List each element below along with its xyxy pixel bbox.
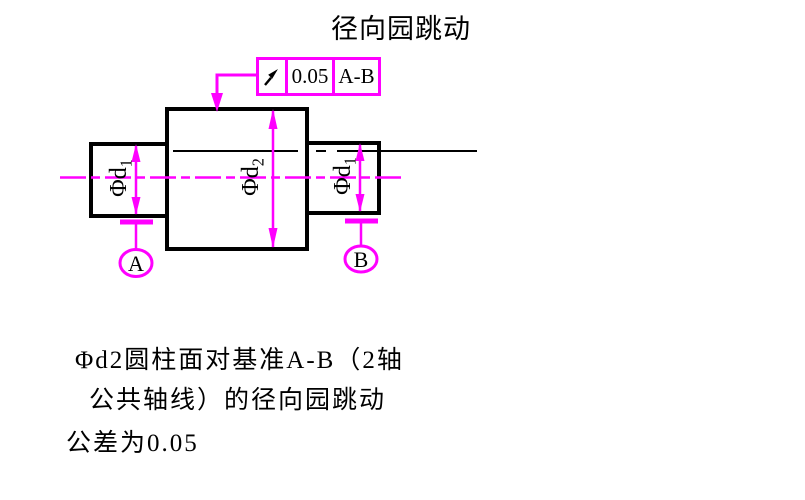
runout-symbol-cell	[259, 60, 288, 93]
note-line-2: 公共轴线）的径向园跳动	[89, 387, 387, 414]
left-diameter-label: Φd1	[105, 159, 136, 197]
tolerance-value: 0.05	[288, 60, 335, 93]
circular-runout-icon	[264, 68, 278, 86]
datum-b-symbol	[343, 218, 379, 274]
datum-a-symbol	[118, 219, 154, 278]
center-cylinder-outline	[165, 107, 309, 251]
left-diameter-dimension	[131, 144, 141, 215]
right-diameter-label: Φd1	[329, 157, 360, 195]
page-title: 径向园跳动	[331, 14, 471, 44]
feature-control-frame: 0.05 A-B	[256, 57, 381, 96]
center-diameter-dimension	[268, 109, 278, 248]
leader-arrowhead-icon	[211, 93, 223, 112]
center-diameter-label: Φd2	[237, 158, 268, 196]
left-journal-outline	[89, 142, 169, 218]
note-line-1: Φd2圆柱面对基准A-B（2轴	[75, 347, 404, 374]
datum-b-letter: B	[353, 247, 369, 272]
datum-a-letter: A	[128, 251, 144, 276]
fcf-leader-line	[211, 73, 256, 112]
note-line-3: 公差为0.05	[66, 430, 199, 457]
right-diameter-dimension	[355, 143, 365, 212]
datum-reference: A-B	[338, 64, 375, 88]
